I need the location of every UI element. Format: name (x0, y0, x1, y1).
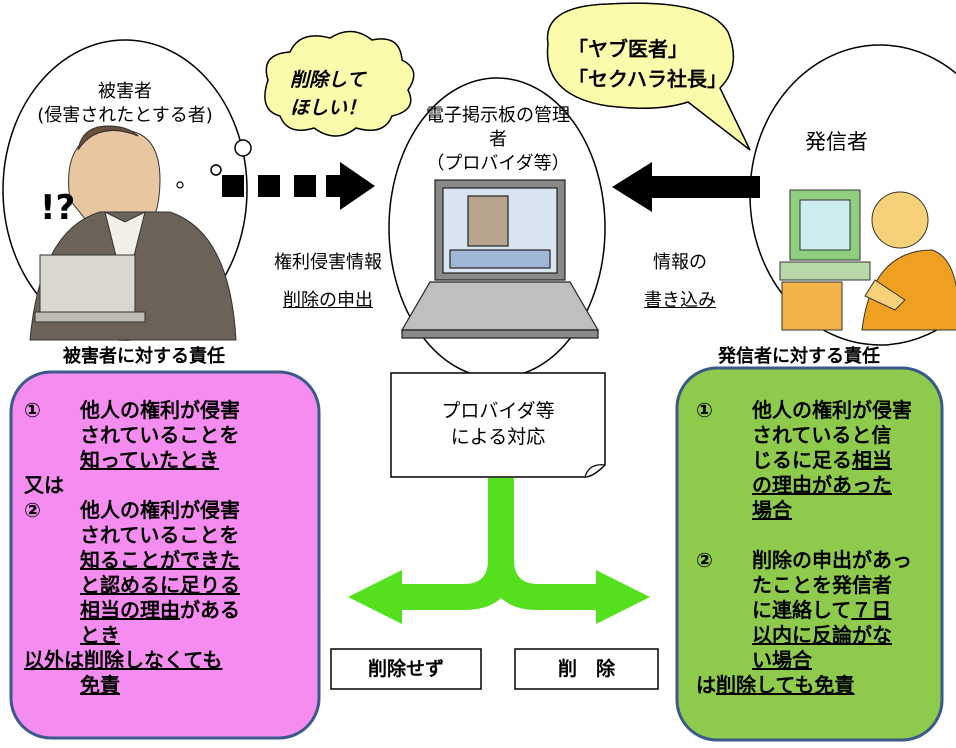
right-arrow-label: 情報の 書き込み (630, 244, 730, 320)
right-end-b: 削除しても免責 (716, 673, 855, 697)
left-c2-line2: されていることを (80, 523, 240, 547)
right-c1-line3a: じるに足る (752, 448, 852, 472)
no-delete-box (330, 648, 482, 690)
poster-bubble-line2: 「セクハラ社長」 (568, 67, 727, 91)
right-c1-line3b: 相当 (852, 448, 892, 472)
right-spacer (696, 523, 936, 548)
right-c2-line2: たことを発信者 (752, 573, 892, 597)
right-c2-number: ② (696, 548, 713, 572)
right-box-shape (675, 366, 944, 742)
poster-speech-bubble (546, 2, 751, 151)
victim-bubble-line1: 削除して (290, 69, 366, 91)
victim-bubble-text: 削除して ほしい！ (290, 66, 380, 122)
provider-line3: （プロバイダ等） (426, 153, 570, 174)
right-box-content: ① 他人の権利が侵害 されていると信 じるに足る相当 の理由があった 場合 ② 削除… (696, 398, 936, 698)
provider-line2: 者 (489, 129, 507, 150)
victim-exclaim: !? (40, 188, 76, 228)
left-c1-line2: されていることを (80, 423, 240, 447)
victim-thought-bubble (264, 30, 415, 137)
left-c2-line3: 知ることができた (80, 548, 240, 572)
right-c2-line3a: に連絡して (752, 598, 852, 622)
right-c1-line4: の理由があった (752, 473, 892, 497)
left-c2-line6: とき (80, 623, 120, 647)
provider-title: 電子掲示板の管理 者 （プロバイダ等） (398, 104, 598, 176)
left-end-line1: 以外は削除しなくても (24, 648, 223, 672)
right-c1-number: ① (696, 398, 713, 422)
center-doc-text: プロバイダ等 による対応 (391, 398, 605, 450)
no-delete-label: 削除せず (367, 658, 444, 680)
victim-responsibility-heading: 被害者に対する責任 (63, 346, 225, 367)
dashed-arrow (222, 162, 375, 210)
right-c1-line5: 場合 (752, 498, 792, 522)
poster-bubble-line1: 「ヤブ医者」 (568, 37, 688, 61)
right-c1-line2: されていると信 (752, 423, 892, 447)
thought-dot-1 (234, 139, 252, 157)
left-c2-line1: 他人の権利が侵害 (80, 498, 240, 522)
laptop-clipart (400, 179, 600, 339)
poster-bubble-text: 「ヤブ医者」 「セクハラ社長」 (568, 34, 748, 94)
right-c2-line4: 以内に反論がな (752, 623, 892, 647)
right-c2-line1: 削除の申出があっ (752, 548, 912, 572)
right-arrow-label-line1: 情報の (653, 252, 707, 273)
victim-title-line1: 被害者 (98, 81, 152, 102)
right-arrow-label-line2: 書き込み (644, 290, 716, 311)
left-c1-number: ① (24, 398, 41, 422)
left-c2-line5a: 相当の理由 (80, 598, 180, 622)
left-arrow-label-line2: 削除の申出 (283, 290, 373, 311)
left-end-line2: 免責 (80, 673, 120, 697)
left-or: 又は (24, 473, 64, 497)
left-arrow-label-line1: 権利侵害情報 (274, 252, 382, 273)
poster-person (779, 189, 956, 331)
left-c2-number: ② (24, 498, 41, 522)
right-c1-line1: 他人の権利が侵害 (752, 398, 912, 422)
right-c2-line3b: ７日 (851, 598, 892, 622)
poster-responsibility-heading: 発信者に対する責任 (718, 346, 880, 367)
left-c1-line3: 知っていたとき (80, 448, 219, 472)
right-c2-line5: い場合 (752, 648, 812, 672)
victim-title: 被害者 (侵害されたとする者) (20, 80, 230, 128)
solid-arrow (612, 162, 760, 212)
thought-dot-2 (210, 164, 222, 176)
left-c2-line4: と認めるに足りる (80, 573, 240, 597)
delete-box (514, 648, 659, 690)
green-branch-arrow (348, 478, 650, 624)
left-c2-line5b: がある (180, 598, 240, 622)
left-c1-line1: 他人の権利が侵害 (80, 398, 240, 422)
victim-person (29, 125, 237, 341)
thought-dot-3 (176, 181, 184, 189)
delete-label: 削 除 (557, 658, 615, 680)
left-arrow-label: 権利侵害情報 削除の申出 (256, 244, 400, 320)
poster-title: 発信者 (805, 130, 868, 154)
center-doc-line1: プロバイダ等 (441, 400, 555, 422)
provider-line1: 電子掲示板の管理 (426, 105, 570, 126)
center-doc-line2: による対応 (450, 426, 546, 448)
victim-title-line2: (侵害されたとする者) (37, 105, 213, 126)
left-box-shape (9, 370, 321, 740)
right-end-a: は (696, 673, 716, 697)
victim-bubble-line2: ほしい！ (290, 97, 367, 119)
